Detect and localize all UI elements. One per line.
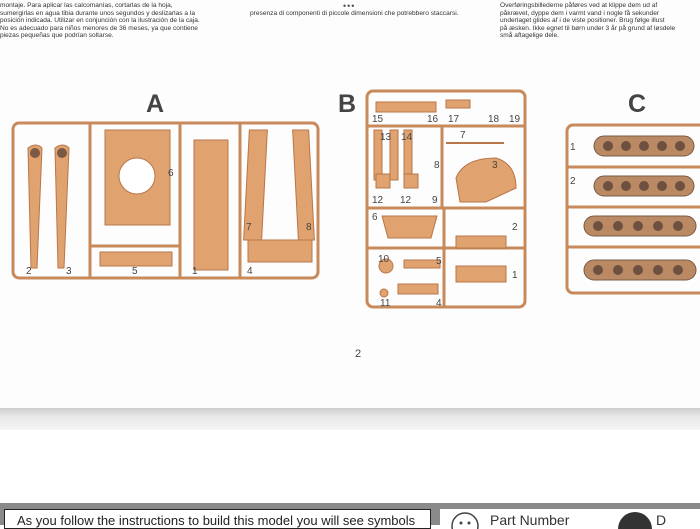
part-a3-number: 3 (66, 266, 72, 277)
page-number: 2 (355, 348, 362, 360)
decal-label: D (656, 512, 667, 528)
danish-warning-text: Overføringsbillederne påføres ved at kli… (500, 2, 676, 40)
part-b13-number: 13 (380, 132, 392, 143)
part-a8-number: 8 (306, 222, 312, 233)
sprue-a-letter: A (146, 90, 165, 118)
part-b1-number: 1 (512, 270, 518, 281)
part-number-legend: Part Number D (440, 509, 700, 529)
part-b12-left-number: 12 (372, 195, 384, 206)
symbols-notice-text: As you follow the instructions to build … (17, 513, 416, 528)
part-b10-number: 10 (378, 254, 390, 265)
part-b17-number: 17 (448, 114, 460, 125)
part-c2-number: 2 (570, 176, 576, 187)
part-b15-number: 15 (372, 114, 384, 125)
part-c1-number: 1 (570, 142, 576, 153)
part-b3-number: 3 (492, 160, 498, 171)
part-b19-number: 19 (509, 114, 521, 125)
part-b14-number: 14 (401, 132, 413, 143)
part-a5-number: 5 (132, 266, 138, 277)
spanish-warning-text: montaje. Para aplicar las calcomanías, c… (0, 2, 200, 40)
part-b2-number: 2 (512, 222, 518, 233)
decal-symbol-icon (618, 512, 652, 529)
sprue-b: 15 16 17 18 19 13 14 7 8 3 12 12 9 6 2 1… (365, 89, 527, 309)
part-a6-number: 6 (168, 168, 174, 179)
part-b11-number: 11 (380, 298, 391, 309)
part-b4-number: 4 (436, 298, 442, 309)
part-b8-number: 8 (434, 160, 440, 171)
sprue-a: 6 2 3 5 1 7 8 4 (11, 121, 320, 280)
part-b12-right-number: 12 (400, 195, 412, 206)
sprue-c: 1 2 (565, 123, 700, 295)
part-b5-number: 5 (436, 256, 442, 267)
part-a2-number: 2 (26, 266, 32, 277)
part-b7-number: 7 (460, 130, 466, 141)
part-b18-number: 18 (488, 114, 500, 125)
part-a1-number: 1 (192, 266, 198, 277)
part-b16-number: 16 (427, 114, 439, 125)
part-number-icon (451, 512, 479, 529)
part-a4-number: 4 (247, 266, 253, 277)
part-b6-number: 6 (372, 212, 378, 223)
symbols-notice-box: As you follow the instructions to build … (4, 509, 431, 529)
drag-handle-icon[interactable]: ••• (343, 1, 356, 11)
italian-warning-text: presenza di componenti di piccole dimens… (250, 10, 459, 17)
instruction-page: montaje. Para aplicar las calcomanías, c… (0, 1, 700, 360)
part-number-label: Part Number (490, 512, 570, 528)
sprue-c-letter: C (628, 90, 647, 118)
page-gap (0, 408, 700, 430)
sprue-b-letter: B (338, 90, 357, 118)
part-a7-number: 7 (246, 222, 252, 233)
part-b9-number: 9 (432, 195, 438, 206)
